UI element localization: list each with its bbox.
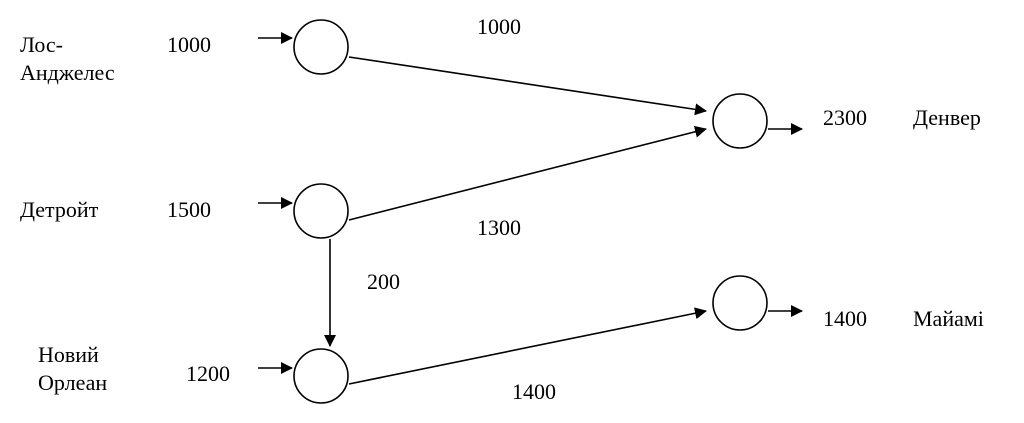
source-name-detroit: Детройт: [20, 197, 99, 222]
edge-detroit-to-denver: [348, 125, 707, 221]
node-detroit: [293, 183, 349, 239]
sink-name-denver: Денвер: [913, 105, 981, 130]
flow-detroit-new-orleans: 200: [367, 269, 400, 294]
node-los-angeles: [293, 19, 349, 75]
flow-los-angeles-denver: 1000: [477, 14, 521, 39]
supply-new-orleans: 1200: [186, 361, 230, 386]
flow-new-orleans-miami: 1400: [512, 379, 556, 404]
demand-miami: 1400: [823, 306, 867, 331]
source-name-line: Лос-: [20, 32, 64, 57]
node-denver: [712, 93, 768, 149]
source-name-new-orleans: Новий Орлеан: [38, 341, 107, 397]
sink-name-miami: Майамі: [913, 306, 984, 331]
node-new-orleans: [293, 348, 349, 404]
edge-los-angeles-to-denver: [348, 56, 707, 116]
node-miami: [712, 275, 768, 331]
source-name-line: Орлеан: [38, 370, 108, 395]
supply-los-angeles: 1000: [167, 32, 211, 57]
edge-new-orleans-to-miami: [348, 307, 707, 385]
demand-denver: 2300: [823, 105, 867, 130]
source-name-line: Анджелес: [20, 60, 115, 85]
supply-detroit: 1500: [167, 197, 211, 222]
flow-detroit-denver: 1300: [477, 215, 521, 240]
source-name-los-angeles: Лос- Анджелес: [20, 31, 115, 87]
source-name-line: Новий: [38, 342, 99, 367]
